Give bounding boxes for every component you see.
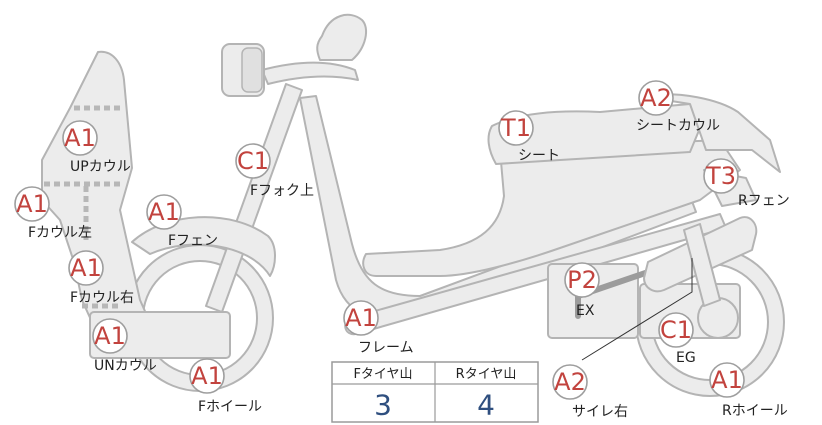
- grade-badge: [343, 300, 379, 336]
- grade-badge-text: A1: [70, 254, 102, 282]
- annotation-f-fender: A1 Fフェン: [146, 194, 218, 249]
- grade-badge: [658, 312, 694, 348]
- annotation-engine: C1 EG: [658, 312, 696, 366]
- part-label: フレーム: [358, 340, 414, 356]
- part-label: Fフォク上: [250, 183, 314, 199]
- grade-badge: [709, 362, 745, 398]
- grade-badge-text: A1: [711, 366, 743, 394]
- motorcycle-illustration: [41, 13, 785, 397]
- part-label: Fカウル左: [28, 225, 92, 241]
- rear-tire-header: Rタイヤ山: [456, 367, 517, 382]
- annotation-muffler-right: A2 サイレ右: [552, 364, 628, 420]
- grade-badge: [146, 194, 182, 230]
- part-label: Rホイール: [722, 403, 788, 419]
- grade-badge: [552, 364, 588, 400]
- mirror-shape: [316, 13, 368, 61]
- grade-badge-text: A1: [148, 198, 180, 226]
- front-fender-shape: [131, 216, 276, 277]
- annotation-r-wheel: A1 Rホイール: [709, 362, 788, 419]
- grade-badge: [189, 358, 225, 394]
- grade-badge: [235, 143, 271, 179]
- under-cowl-shape: [89, 311, 231, 359]
- front-tire-value: 3: [374, 389, 392, 422]
- annotation-seat: T1 シート: [498, 110, 560, 164]
- grade-badge: [564, 262, 600, 298]
- part-label: UPカウル: [70, 159, 131, 175]
- part-label: シート: [518, 148, 560, 164]
- annotation-f-fork-upper: C1 Fフォク上: [235, 143, 314, 199]
- grade-badge-text: C1: [660, 316, 692, 344]
- part-label: シートカウル: [636, 118, 720, 134]
- annotation-seat-cowl: A2 シートカウル: [636, 80, 720, 134]
- grade-badge-text: A1: [16, 190, 48, 218]
- grade-badge: [92, 318, 128, 354]
- muffler-leader-line: [581, 258, 693, 361]
- grade-badge: [498, 110, 534, 146]
- rear-shock-shape: [683, 223, 721, 307]
- rear-body-shape: [362, 139, 741, 277]
- grade-badge-text: A1: [345, 304, 377, 332]
- front-tire-header: Fタイヤ山: [353, 367, 412, 382]
- part-label: Rフェン: [738, 193, 790, 209]
- annotation-un-cowl: A1 UNカウル: [92, 318, 157, 374]
- grade-badge-text: T3: [705, 162, 736, 190]
- annotation-f-cowl-right: A1 Fカウル右: [68, 250, 134, 306]
- grade-badge: [703, 158, 739, 194]
- part-label: Fフェン: [168, 233, 218, 249]
- part-label: EG: [676, 350, 696, 366]
- grade-badge: [638, 80, 674, 116]
- grade-badge-text: T1: [500, 114, 531, 142]
- annotation-r-fender: T3 Rフェン: [703, 158, 790, 209]
- annotation-f-cowl-left: A1 Fカウル左: [14, 186, 92, 241]
- grade-badge: [68, 250, 104, 286]
- part-annotations: A1 UPカウル A1 Fカウル左 A1 Fカウル右 A1 UNカウル A1 F…: [14, 80, 790, 420]
- grade-badge-text: C1: [237, 147, 269, 175]
- annotation-f-wheel: A1 Fホイール: [189, 358, 262, 415]
- grade-badge-text: A1: [64, 124, 96, 152]
- grade-badge: [62, 120, 98, 156]
- part-label: EX: [576, 303, 595, 319]
- annotation-exhaust: P2 EX: [564, 262, 600, 319]
- part-label: Fカウル右: [70, 290, 134, 306]
- part-label: サイレ右: [572, 404, 628, 420]
- grade-badge: [14, 186, 50, 222]
- grade-badge-text: A2: [554, 368, 586, 396]
- handlebar-shape: [261, 61, 359, 85]
- grade-badge-text: A2: [640, 84, 672, 112]
- tire-tread-table: Fタイヤ山 Rタイヤ山 3 4: [331, 361, 539, 423]
- grade-badge-text: P2: [567, 266, 597, 294]
- grade-badge-text: A1: [191, 362, 223, 390]
- rear-tire-value: 4: [477, 389, 495, 422]
- part-label: UNカウル: [94, 358, 157, 374]
- part-label: Fホイール: [198, 399, 262, 415]
- annotation-up-cowl: A1 UPカウル: [62, 120, 131, 175]
- frame-shape: [299, 95, 697, 320]
- annotation-frame: A1 フレーム: [343, 300, 414, 356]
- grade-badge-text: A1: [94, 322, 126, 350]
